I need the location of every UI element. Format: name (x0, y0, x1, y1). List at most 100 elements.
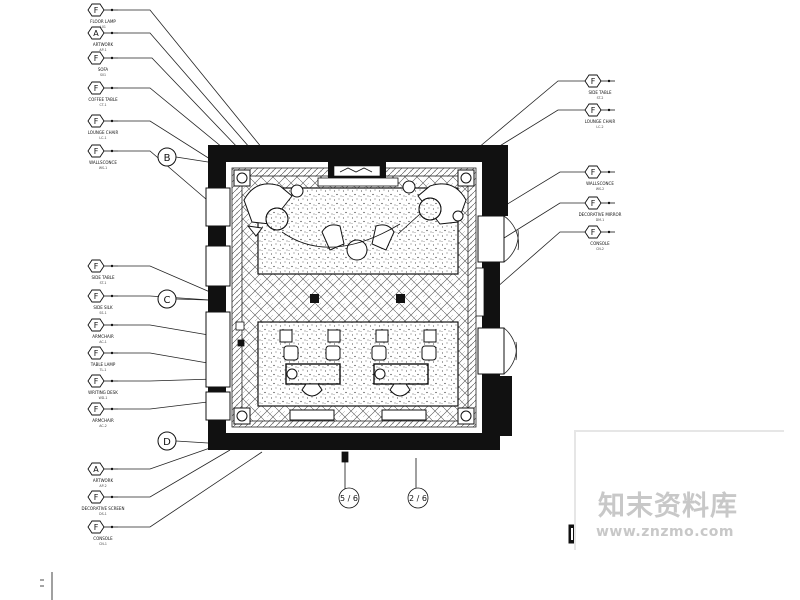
right-tag-name-3: DECORATIVE MIRROR (579, 212, 622, 217)
right-leaders (477, 80, 585, 289)
left-tag-code-1: A (93, 29, 99, 38)
left-tag-note-12: AP-2 (99, 484, 106, 488)
right-tag-note-1: LC-2 (596, 125, 603, 129)
section-markers (338, 455, 429, 509)
left-tag-code-5: F (94, 147, 99, 156)
door-swings (503, 215, 519, 375)
left-tag-note-4: LC-1 (99, 136, 106, 140)
right-tag-code-1: F (591, 106, 596, 115)
watermark-url: www.znzmo.com (596, 524, 735, 540)
left-tag-note-9: TL-1 (99, 368, 107, 372)
left-tag-code-8: F (94, 321, 99, 330)
watermark: 知末资料库 www.znzmo.com (574, 430, 784, 550)
corner-mark (40, 572, 53, 600)
left-tag-code-10: F (94, 377, 99, 386)
left-tag-name-3: COFFEE TABLE (88, 97, 118, 102)
left-tag-note-8: AC-1 (99, 340, 107, 344)
left-tag-name-7: SIDE SILK (93, 305, 113, 310)
left-tag-name-9: TABLE LAMP (90, 362, 116, 367)
watermark-title: 知末资料库 (598, 491, 738, 522)
left-tag-name-5: WALLSCONCE (89, 160, 117, 165)
right-tag-note-0: ST-2 (597, 96, 604, 100)
left-tag-name-13: DECORATIVE SCREEN (82, 506, 125, 511)
fireplace (317, 162, 399, 187)
left-tag-code-2: F (94, 54, 99, 63)
left-tag-note-3: CT-1 (99, 103, 106, 107)
left-tag-code-6: F (94, 262, 99, 271)
left-tag-name-14: CONSOLE (93, 536, 113, 541)
right-tag-note-2: WS-2 (596, 187, 604, 191)
left-tag-name-8: ARMCHAIR (92, 334, 114, 339)
section-marker-right: 2 / 6 (409, 494, 427, 503)
right-tag-name-0: SIDE TABLE (589, 90, 612, 95)
left-tag-name-12: ARTWORK (93, 478, 114, 483)
left-tag-code-9: F (94, 349, 99, 358)
left-leaders (118, 9, 291, 528)
left-tag-name-11: ARMCHAIR (92, 418, 114, 423)
grid-bubble-d: D (163, 437, 171, 448)
watermark-frame (574, 430, 784, 550)
grid-leaders (175, 156, 209, 444)
left-tag-name-4: LOUNGE CHAIR (88, 130, 119, 135)
left-tag-code-0: F (94, 6, 99, 15)
left-tag-code-3: F (94, 84, 99, 93)
left-tag-name-1: ARTWORK (93, 42, 114, 47)
section-marker-left: 5 / 6 (340, 494, 358, 503)
grid-bubble-b: B (164, 153, 171, 164)
left-tag-name-2: SOFA (98, 67, 109, 72)
left-tag-name-0: FLOOR LAMP (90, 19, 116, 24)
left-tag-note-2: S01 (100, 73, 106, 77)
right-tag-code-0: F (591, 77, 596, 86)
left-tag-note-0: L01 (100, 25, 106, 29)
right-tag-name-2: WALLSCONCE (586, 181, 614, 186)
left-tag-note-1: AP-1 (99, 48, 106, 52)
left-tag-note-14: CN-1 (99, 542, 107, 546)
left-tag-code-4: F (94, 117, 99, 126)
grid-bubbles (157, 147, 177, 451)
left-tag-code-14: F (94, 523, 99, 532)
right-tag-name-1: LOUNGE CHAIR (585, 119, 616, 124)
left-tag-note-7: SS-1 (99, 311, 106, 315)
left-tag-code-13: F (94, 493, 99, 502)
grid-bubble-c: C (164, 295, 171, 306)
left-tag-note-6: ST-1 (100, 281, 107, 285)
upper-seating (243, 180, 467, 261)
right-tag-note-3: DM-1 (596, 218, 604, 222)
right-tag-code-3: F (591, 199, 596, 208)
left-tag-code-7: F (94, 292, 99, 301)
right-tag-note-4: CN-2 (596, 247, 604, 251)
left-tag-note-11: AC-2 (99, 424, 107, 428)
left-tag-code-12: A (93, 465, 99, 474)
left-tag-note-5: WS-1 (99, 166, 107, 170)
left-tag-code-11: F (94, 405, 99, 414)
left-tag-name-6: SIDE TABLE (92, 275, 115, 280)
lower-desks (279, 329, 437, 421)
corner-columns (233, 169, 475, 425)
right-tag-code-4: F (591, 228, 596, 237)
left-tag-note-13: DS-1 (99, 512, 107, 516)
left-tag-name-10: WRITING DESK (88, 390, 118, 395)
right-tag-code-2: F (591, 168, 596, 177)
floor-sockets (310, 294, 405, 303)
right-tag-name-4: CONSOLE (590, 241, 610, 246)
